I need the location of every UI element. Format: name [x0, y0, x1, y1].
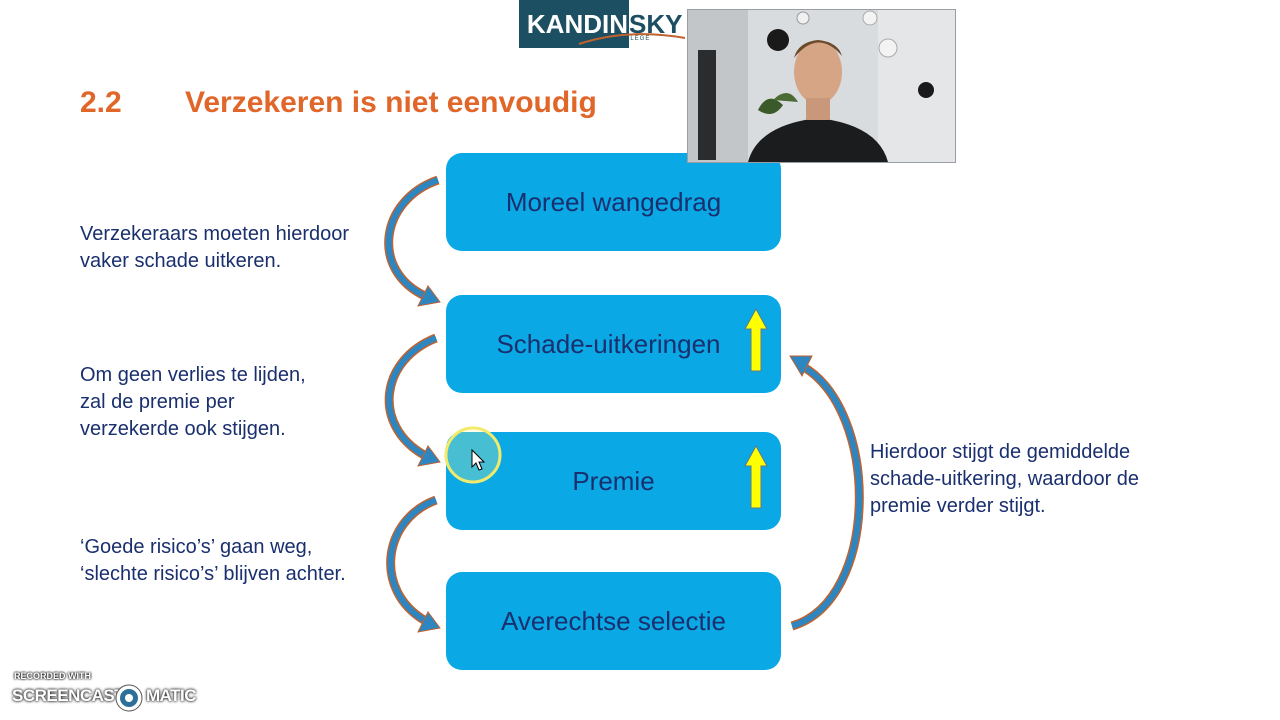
curved-arrow-2	[389, 338, 440, 466]
box-moreel-wangedrag: Moreel wangedrag	[446, 153, 781, 251]
explanation-4: Hierdoor stijgt de gemiddelde schade-uit…	[870, 439, 1139, 520]
kandinsky-logo: KANDIN SKY COLLEGE	[519, 0, 687, 48]
box-label: Schade-uitkeringen	[496, 329, 720, 360]
slide-title: Verzekeren is niet eenvoudig	[185, 86, 597, 120]
webcam-feed	[687, 9, 956, 163]
up-arrow-icon	[743, 307, 769, 373]
box-schade-uitkeringen: Schade-uitkeringen	[446, 295, 781, 393]
watermark-recorded-with: RECORDED WITH	[14, 671, 91, 681]
curved-arrow-1	[389, 180, 440, 306]
curved-arrow-3	[391, 500, 440, 632]
box-label: Premie	[572, 466, 654, 497]
box-averechtse-selectie: Averechtse selectie	[446, 572, 781, 670]
explanation-3: ‘Goede risico’s’ gaan weg, ‘slechte risi…	[80, 534, 346, 588]
watermark-matic: MATIC	[146, 686, 196, 706]
watermark-screencast: SCREENCAST	[12, 686, 124, 706]
box-label: Moreel wangedrag	[506, 187, 721, 218]
explanation-2: Om geen verlies te lijden, zal de premie…	[80, 362, 306, 443]
box-premie: Premie	[446, 432, 781, 530]
up-arrow-icon	[743, 444, 769, 510]
screencast-logo-icon	[114, 683, 144, 713]
curved-arrow-right	[790, 356, 859, 626]
box-label: Averechtse selectie	[501, 606, 726, 637]
webcam-image	[688, 10, 955, 162]
section-number: 2.2	[80, 86, 122, 120]
logo-swoosh-icon	[577, 26, 687, 48]
explanation-1: Verzekeraars moeten hierdoor vaker schad…	[80, 221, 349, 275]
